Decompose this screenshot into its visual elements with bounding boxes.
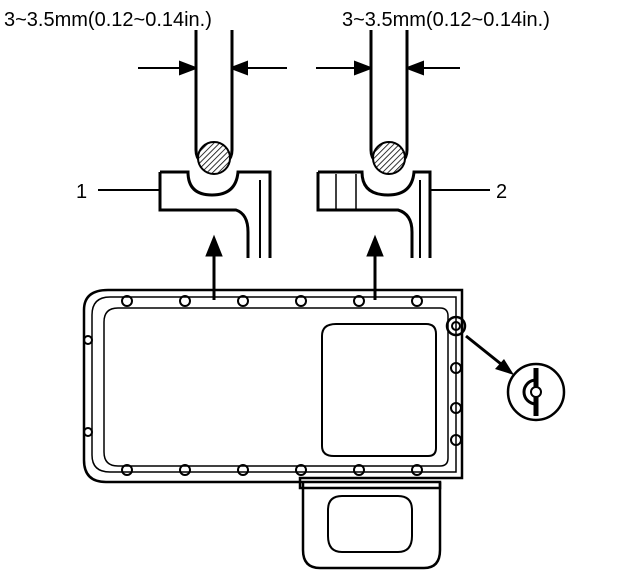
sealant-bead-detail-right: 2 — [316, 30, 507, 300]
flange-section-right — [318, 170, 432, 258]
oil-pan-flange-outer — [82, 288, 464, 490]
oil-pan-top-view — [82, 288, 467, 570]
callout-number-1: 1 — [76, 181, 87, 203]
dimension-arrows-left — [138, 60, 287, 76]
flange-section-left — [160, 170, 272, 258]
dimension-label-right: 3~3.5mm(0.12~0.14in.) — [342, 9, 550, 31]
bolt-hole-detail-callout — [465, 334, 566, 422]
direction-arrow-left — [205, 234, 223, 300]
dimension-arrows-right — [316, 60, 460, 76]
bolt-holes — [83, 295, 462, 476]
sealant-bead-left — [197, 141, 231, 175]
callout-number-2: 2 — [496, 181, 507, 203]
sealant-bead-right — [372, 141, 406, 175]
sealant-bead-detail-left: 1 — [76, 30, 287, 300]
oil-pan-sump — [301, 482, 442, 570]
oil-pan-inner-rim — [103, 307, 449, 467]
highlighted-bolt-hole — [445, 315, 467, 337]
direction-arrow-right — [366, 234, 384, 300]
dimension-label-left: 3~3.5mm(0.12~0.14in.) — [4, 9, 212, 31]
